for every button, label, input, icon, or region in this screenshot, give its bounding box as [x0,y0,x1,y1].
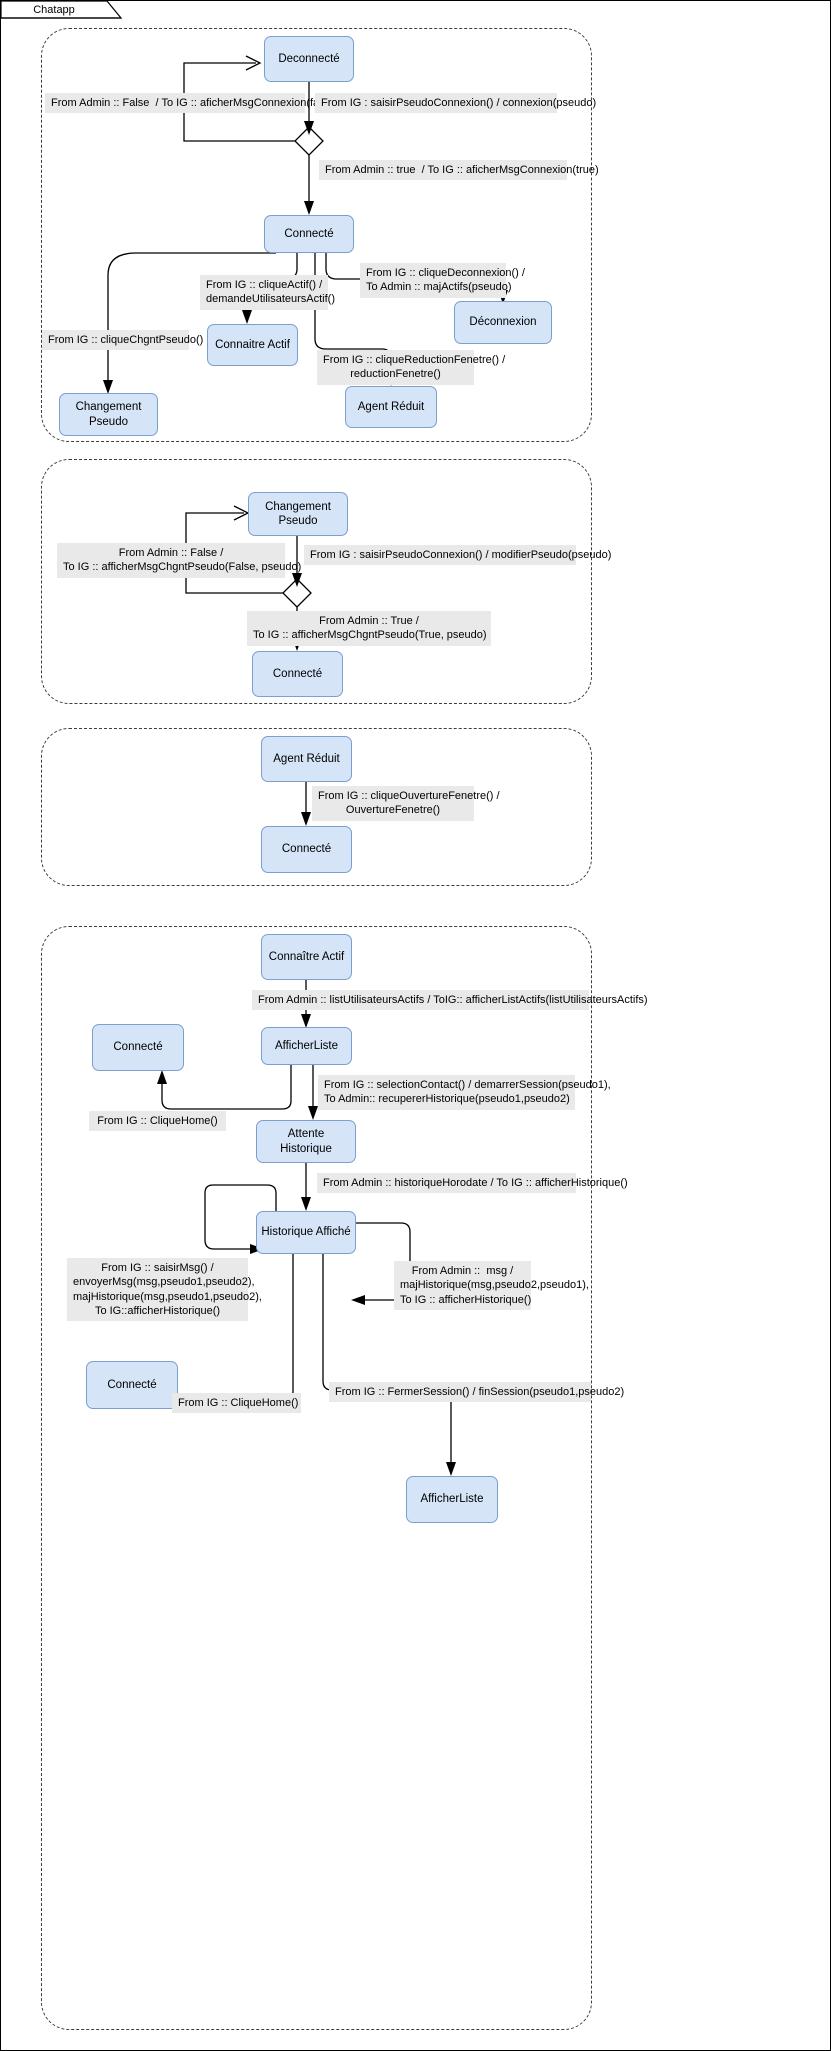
transition-label-clique-reduction: From IG :: cliqueReductionFenetre() / re… [317,350,505,385]
state-connecte[interactable]: Connecté [264,215,354,253]
transition-label-clique-chgnt-pseudo: From IG :: cliqueChgntPseudo() [42,330,203,351]
state-label: AfficherListe [420,1493,484,1506]
state-label: Connecté [107,1378,157,1391]
state-label: Déconnexion [469,316,537,329]
state-deconnecte[interactable]: Deconnecté [264,36,354,82]
state-label: Agent Réduit [357,400,425,413]
state-h-connecte-1[interactable]: Connecté [92,1024,184,1071]
state-label: Historique Affiché [261,1226,351,1239]
state-deconnexion[interactable]: Déconnexion [454,301,552,344]
state-label: Attente Historique [280,1128,332,1155]
state-ar-connecte[interactable]: Connecté [261,826,352,873]
state-label: Connecté [113,1041,163,1054]
state-label: Deconnecté [278,52,340,65]
panel-agent-reduit [41,728,592,886]
transition-label-clique-home-2: From IG :: CliqueHome() [172,1393,301,1414]
state-cp-changement-pseudo[interactable]: Changement Pseudo [248,492,348,536]
transition-label-chgnt-pseudo-true: From Admin :: True / To IG :: afficherMs… [247,611,491,646]
transition-label-clique-actif: From IG :: cliqueActif() / demandeUtilis… [200,275,335,310]
transition-label-selection-contact: From IG :: selectionContact() / demarrer… [318,1075,611,1110]
state-h-afficherliste-2[interactable]: AfficherListe [406,1476,498,1523]
state-h-connaitre-actif[interactable]: Connaître Actif [261,934,352,980]
state-h-afficherliste[interactable]: AfficherListe [261,1027,352,1065]
transition-label-admin-msg: From Admin :: msg / majHistorique(msg,ps… [394,1261,589,1310]
transition-label-clique-home-1: From IG :: CliqueHome() [89,1111,226,1132]
window-title-tab: Chatapp [1,1,123,19]
transition-label-modifier-pseudo: From IG : saisirPseudoConnexion() / modi… [304,545,611,566]
state-label: Changement Pseudo [75,401,142,428]
state-connaitre-actif[interactable]: Connaitre Actif [207,324,298,366]
state-h-historique-affiche[interactable]: Historique Affiché [256,1211,356,1254]
state-label: Connaitre Actif [215,338,290,351]
state-ar-agent-reduit[interactable]: Agent Réduit [261,736,352,782]
transition-label-admin-true: From Admin :: true / To IG :: aficherMsg… [319,160,599,181]
panel-connexion [41,28,592,442]
state-label: Connecté [284,227,334,240]
transition-label-chgnt-pseudo-false: From Admin :: False / To IG :: afficherM… [57,543,301,578]
state-agent-reduit[interactable]: Agent Réduit [345,386,437,428]
transition-label-historique-horodate: From Admin :: historiqueHorodate / To IG… [317,1173,628,1194]
transition-label-list-utilisateurs-actifs: From Admin :: listUtilisateursActifs / T… [252,990,648,1011]
window-title-label: Chatapp [33,4,75,16]
state-h-connecte-2[interactable]: Connecté [86,1361,178,1409]
state-label: Connaître Actif [268,950,345,963]
state-label: Connecté [272,667,323,680]
transition-label-saisir-msg: From IG :: saisirMsg() / envoyerMsg(msg,… [67,1258,262,1322]
state-label: Changement Pseudo [265,500,331,527]
transition-label-ouverture-fenetre: From IG :: cliqueOuvertureFenetre() / Ou… [312,786,500,821]
state-label: Connecté [281,843,332,856]
transition-label-admin-false: From Admin :: False / To IG :: aficherMs… [45,93,337,114]
panel-historique [41,926,592,2030]
transition-label-fermer-session: From IG :: FermerSession() / finSession(… [329,1382,624,1403]
state-label: AfficherListe [274,1039,339,1052]
state-changement-pseudo[interactable]: Changement Pseudo [59,393,158,436]
state-cp-connecte[interactable]: Connecté [252,651,343,697]
state-label: Agent Réduit [273,752,340,765]
state-h-attente-historique[interactable]: Attente Historique [256,1120,356,1163]
transition-label-saisir-pseudo: From IG : saisirPseudoConnexion() / conn… [315,93,596,114]
transition-label-clique-deconnexion: From IG :: cliqueDeconnexion() / To Admi… [360,263,525,298]
panel-changement-pseudo [41,459,592,704]
